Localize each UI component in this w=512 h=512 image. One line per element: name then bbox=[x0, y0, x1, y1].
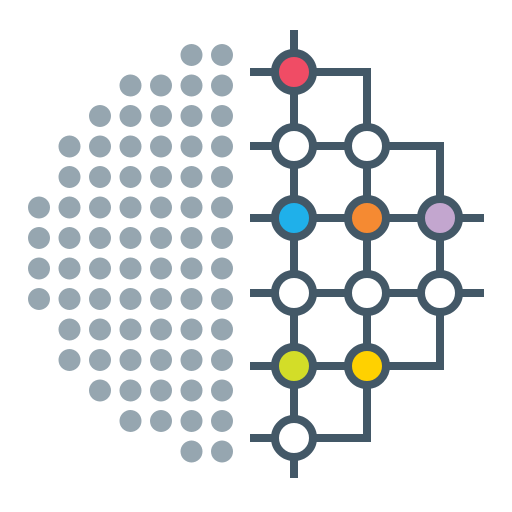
grid-dot bbox=[150, 349, 172, 371]
grid-dot bbox=[180, 440, 203, 463]
grid-dot bbox=[119, 227, 142, 249]
grid-dot bbox=[211, 105, 233, 127]
network-node-yellow bbox=[344, 343, 390, 389]
grid-dot bbox=[89, 227, 111, 249]
grid-dot bbox=[180, 349, 203, 371]
network-node-lime bbox=[271, 343, 317, 389]
network-node-orange bbox=[344, 195, 390, 241]
grid-dot bbox=[58, 166, 81, 188]
grid-dot bbox=[180, 379, 203, 402]
network-node-lavender bbox=[417, 195, 463, 241]
grid-dot bbox=[58, 257, 81, 280]
grid-dot bbox=[211, 349, 233, 371]
grid-dot bbox=[150, 379, 172, 402]
grid-dot bbox=[28, 288, 50, 310]
grid-dot bbox=[119, 74, 142, 97]
grid-dot bbox=[180, 105, 203, 127]
grid-dot bbox=[119, 410, 142, 432]
network-line bbox=[294, 366, 371, 442]
grid-dot bbox=[211, 318, 233, 341]
grid-dot bbox=[180, 44, 203, 66]
grid-dot bbox=[119, 196, 142, 219]
network-node-default bbox=[271, 123, 317, 169]
grid-dot bbox=[180, 74, 203, 97]
network-node-default bbox=[417, 270, 463, 316]
grid-dot bbox=[58, 288, 81, 310]
network-lines bbox=[250, 30, 484, 478]
grid-dot bbox=[180, 135, 203, 158]
grid-dot bbox=[119, 288, 142, 310]
grid-dot bbox=[89, 196, 111, 219]
grid-dot bbox=[211, 288, 233, 310]
network-node-default bbox=[271, 415, 317, 461]
grid-dot bbox=[119, 379, 142, 402]
grid-dot bbox=[58, 135, 81, 158]
grid-dot bbox=[150, 135, 172, 158]
grid-dot bbox=[180, 257, 203, 280]
grid-dot bbox=[211, 135, 233, 158]
grid-dot bbox=[119, 135, 142, 158]
grid-dot bbox=[89, 349, 111, 371]
network-node-default bbox=[344, 270, 390, 316]
grid-dot bbox=[28, 257, 50, 280]
network-node-default bbox=[344, 123, 390, 169]
grid-dot bbox=[89, 379, 111, 402]
network-nodes bbox=[271, 49, 463, 461]
grid-dot bbox=[89, 135, 111, 158]
grid-dot bbox=[119, 349, 142, 371]
grid-dot bbox=[211, 440, 233, 463]
grid-dot bbox=[150, 288, 172, 310]
grid-dot bbox=[89, 166, 111, 188]
grid-dot bbox=[150, 74, 172, 97]
grid-dot bbox=[58, 196, 81, 219]
grid-dot bbox=[211, 166, 233, 188]
grid-dot bbox=[180, 227, 203, 249]
grid-dot bbox=[150, 227, 172, 249]
grid-dot bbox=[28, 227, 50, 249]
grid-dot bbox=[211, 196, 233, 219]
grid-dot bbox=[180, 166, 203, 188]
grid-dot bbox=[180, 288, 203, 310]
network-node-blue bbox=[271, 195, 317, 241]
grid-dot bbox=[58, 318, 81, 341]
grid-dot bbox=[150, 257, 172, 280]
grid-dot bbox=[58, 349, 81, 371]
grid-dot bbox=[119, 166, 142, 188]
grid-dot bbox=[28, 196, 50, 219]
network-line bbox=[294, 68, 371, 366]
network-node-default bbox=[271, 270, 317, 316]
grid-dot bbox=[119, 318, 142, 341]
grid-dot bbox=[211, 44, 233, 66]
grid-dot bbox=[119, 257, 142, 280]
grid-dot bbox=[180, 318, 203, 341]
grid-dot bbox=[180, 196, 203, 219]
grid-dot bbox=[89, 105, 111, 127]
grid-dot bbox=[150, 318, 172, 341]
network-node-red bbox=[271, 49, 317, 95]
grid-dot bbox=[211, 379, 233, 402]
grid-dot bbox=[150, 196, 172, 219]
dot-field bbox=[28, 44, 233, 463]
network-line bbox=[367, 142, 444, 370]
grid-dot bbox=[119, 105, 142, 127]
grid-dot bbox=[150, 166, 172, 188]
grid-dot bbox=[180, 410, 203, 432]
grid-dot bbox=[211, 74, 233, 97]
grid-dot bbox=[150, 410, 172, 432]
grid-dot bbox=[89, 257, 111, 280]
grid-dot bbox=[211, 410, 233, 432]
grid-dot bbox=[150, 105, 172, 127]
grid-dot bbox=[58, 227, 81, 249]
grid-dot bbox=[211, 257, 233, 280]
grid-dot bbox=[89, 288, 111, 310]
grid-dot bbox=[89, 318, 111, 341]
grid-dot bbox=[211, 227, 233, 249]
